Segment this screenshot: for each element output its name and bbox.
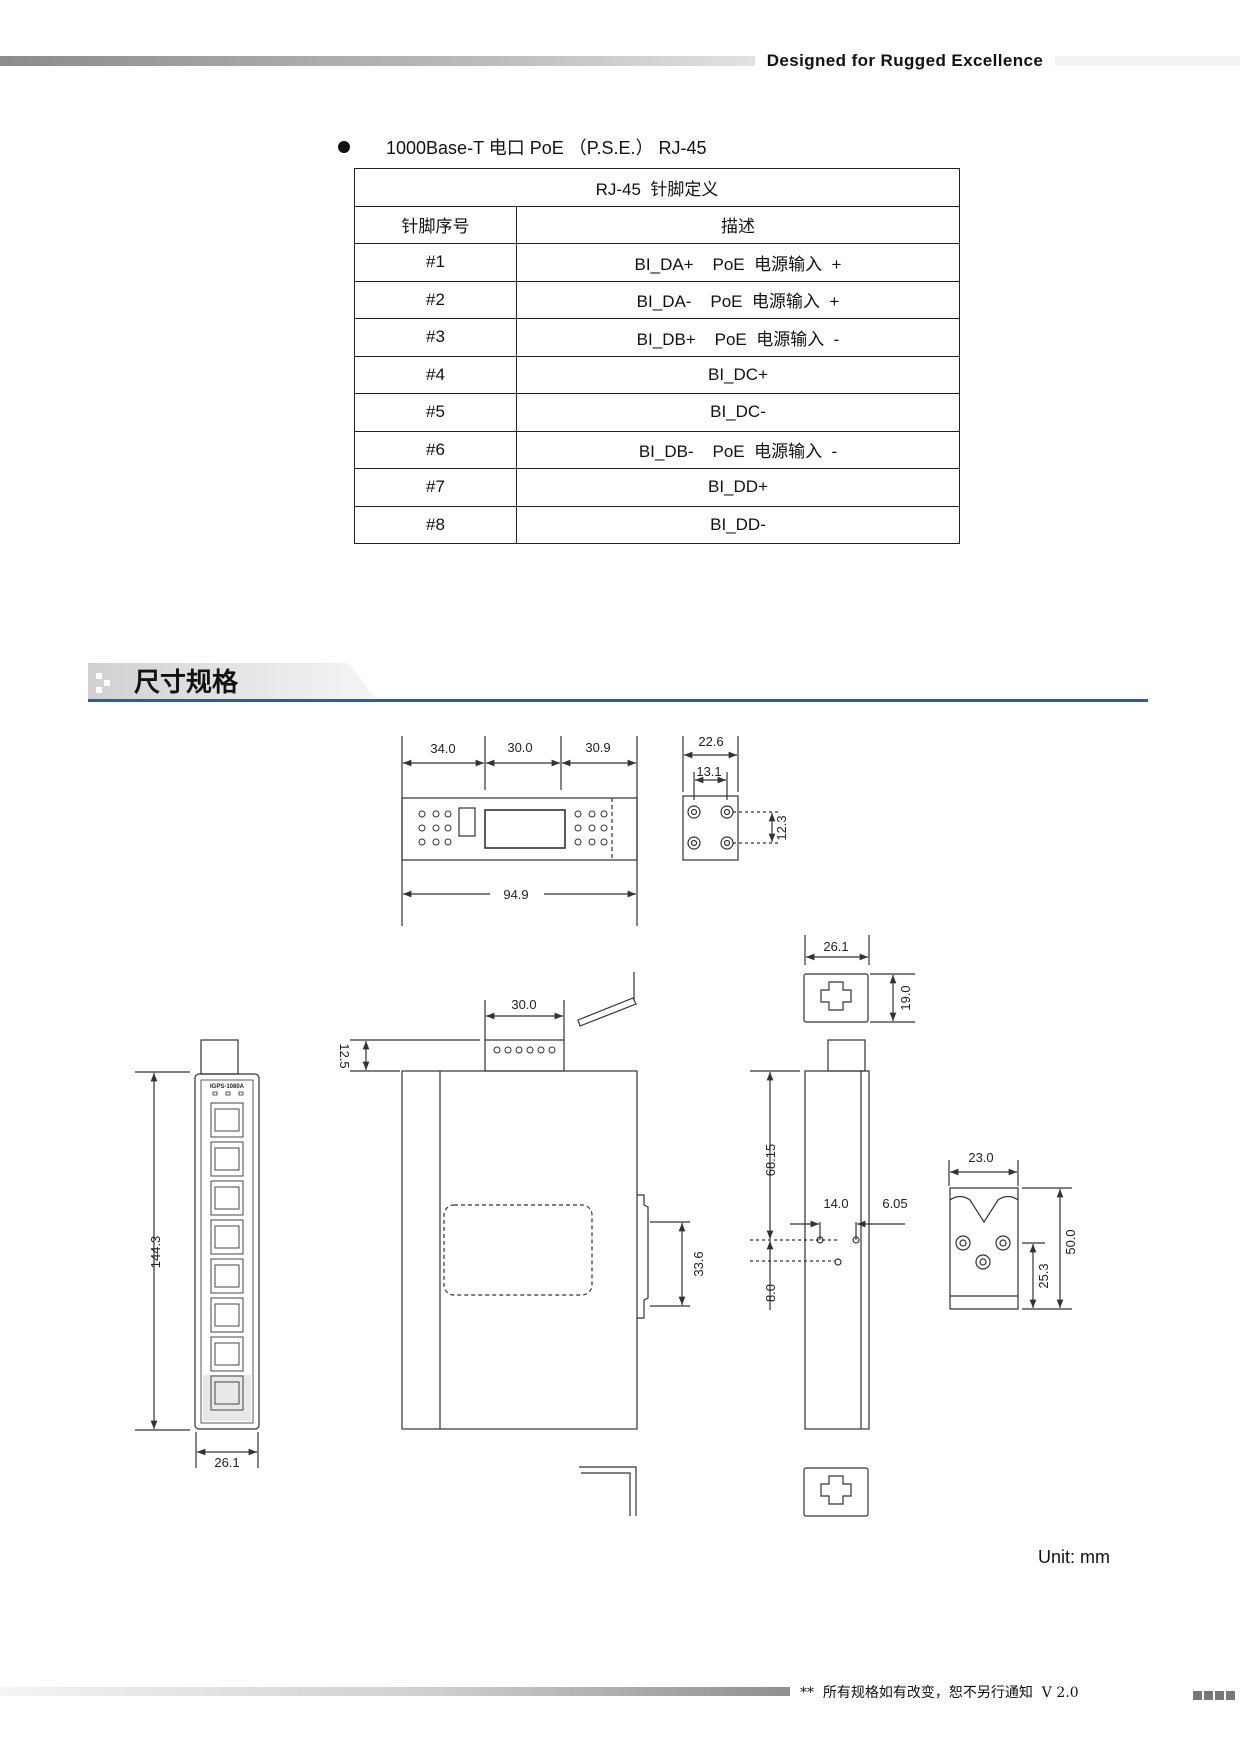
dim-25-3: 25.3 [1036, 1263, 1051, 1288]
bullet-dot [338, 141, 350, 153]
dim-50: 50.0 [1063, 1229, 1078, 1254]
header-band [0, 56, 1240, 66]
pin-description: BI_DA- PoE 电源输入 + [516, 280, 960, 319]
footer-note: ** 所有规格如有改变，恕不另行通知 V 2.0 [800, 1685, 1079, 1701]
dim-12-5: 12.5 [337, 1043, 352, 1068]
dim-6-05: 6.05 [882, 1196, 907, 1211]
spec-heading: 1000Base-T 电口 PoE （P.S.E.） RJ-45 [386, 138, 707, 158]
pin-number: #5 [354, 393, 517, 432]
pin-col-header: 针脚序号 [354, 205, 517, 244]
dim-33-6: 33.6 [691, 1251, 706, 1276]
dim-68-15: 68.15 [763, 1144, 778, 1177]
dim-30: 30.0 [507, 740, 532, 755]
top-view [401, 736, 638, 926]
pin-description: BI_DB+ PoE 电源输入 - [516, 318, 960, 357]
dim-22-6: 22.6 [698, 734, 723, 749]
dim-30-connector: 30.0 [511, 997, 536, 1012]
dim-94-9: 94.9 [503, 887, 528, 902]
din-clip-view [948, 1160, 1072, 1310]
pin-number: #4 [354, 355, 517, 394]
side-view [682, 736, 780, 861]
main-view [350, 972, 690, 1516]
header-tagline: Designed for Rugged Excellence [755, 50, 1055, 72]
section-dots-icon [96, 673, 110, 693]
dim-30-9: 30.9 [585, 740, 610, 755]
pin-number: #7 [354, 468, 517, 507]
dim-19: 19.0 [898, 985, 913, 1010]
dim-8: 8.0 [763, 1284, 778, 1302]
section-title: 尺寸规格 [134, 667, 239, 697]
pin-table-title: RJ-45 针脚定义 [354, 168, 960, 207]
pin-number: #2 [354, 280, 517, 319]
dim-23: 23.0 [968, 1150, 993, 1165]
dim-26-1-front: 26.1 [214, 1455, 239, 1470]
section-rule [88, 699, 1148, 702]
desc-col-header: 描述 [516, 205, 960, 244]
front-view [135, 1039, 260, 1468]
dim-26-1-side: 26.1 [823, 939, 848, 954]
dim-34: 34.0 [430, 741, 455, 756]
model-label: IGPS-1080A [210, 1084, 245, 1090]
pin-description: BI_DC+ [516, 355, 960, 394]
pin-description: BI_DD- [516, 505, 960, 544]
footer-band [0, 1687, 790, 1696]
pin-number: #1 [354, 243, 517, 282]
right-view [750, 935, 915, 1517]
pin-number: #6 [354, 430, 517, 469]
footer-squares [1193, 1687, 1237, 1705]
dim-12-3: 12.3 [774, 815, 789, 840]
dim-13-1: 13.1 [696, 764, 721, 779]
dim-14: 14.0 [823, 1196, 848, 1211]
section-header-band [88, 663, 378, 701]
dim-144-3: 144.3 [148, 1236, 163, 1269]
pin-description: BI_DB- PoE 电源输入 - [516, 430, 960, 469]
unit-label: Unit: mm [1038, 1547, 1110, 1567]
pin-description: BI_DA+ PoE 电源输入 + [516, 243, 960, 282]
